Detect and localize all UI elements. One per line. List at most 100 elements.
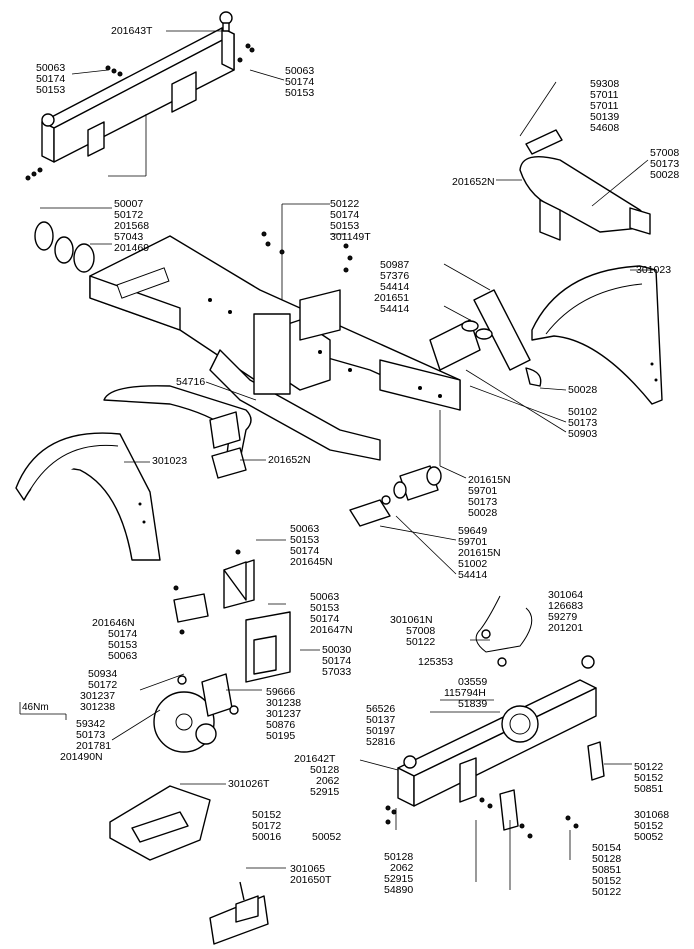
part-label: 50052 [312, 831, 342, 843]
part-label: 50063 [285, 65, 315, 77]
part-label: 2062 [316, 775, 340, 787]
part-label: 50030 [322, 644, 352, 656]
part-label: 50174 [285, 76, 315, 88]
part-label: 201645N [290, 556, 333, 568]
part-label: 50153 [310, 602, 340, 614]
part-label: 50195 [266, 730, 296, 742]
part-label: 50173 [468, 496, 498, 508]
part-label: 57376 [380, 270, 410, 282]
part-label: 50028 [468, 507, 498, 519]
part-label: 54716 [176, 376, 206, 388]
part-label: 125353 [418, 656, 454, 668]
top-rear-beam [41, 11, 285, 177]
part-label: 52915 [384, 873, 414, 885]
part-label: 201201 [548, 622, 584, 634]
part-label: 201781 [76, 740, 112, 752]
part-label: 50016 [252, 831, 282, 843]
part-label: 126683 [548, 600, 584, 612]
part-label: 50153 [330, 220, 360, 232]
part-label: 201469 [114, 242, 150, 254]
part-label: 59279 [548, 611, 578, 623]
part-label: 50122 [592, 886, 622, 898]
part-label: 201646N [92, 617, 135, 629]
part-label: 50851 [592, 864, 622, 876]
part-label: 301149T [330, 231, 371, 243]
center-bolts [261, 203, 353, 300]
part-label: 50153 [36, 84, 66, 96]
part-label: 59701 [458, 536, 488, 548]
top-bolts [25, 43, 255, 181]
part-label: 57011 [590, 89, 619, 101]
part-label: 50137 [366, 714, 396, 726]
part-label: 50028 [568, 384, 598, 396]
part-label: 54414 [380, 281, 410, 293]
part-label: 301023 [636, 264, 672, 276]
part-label: 50876 [266, 719, 296, 731]
support-leg [429, 263, 567, 466]
part-label: 50063 [108, 650, 138, 662]
part-label: 59666 [266, 686, 296, 698]
part-label: 50154 [592, 842, 622, 854]
part-label: 50851 [634, 783, 664, 795]
lower-bracket [209, 867, 286, 945]
part-label: 54414 [380, 303, 410, 315]
torque-note-frame [19, 702, 67, 720]
part-label: 201643T [111, 25, 153, 37]
brake-disc-set [34, 207, 112, 273]
part-label: 50173 [650, 158, 680, 170]
part-label: 54414 [458, 569, 488, 581]
part-label: 301238 [80, 701, 116, 713]
part-label: 301237 [80, 690, 116, 702]
part-label: 201615N [468, 474, 511, 486]
electrical-cable [470, 595, 533, 667]
brake-hub-assembly [111, 673, 262, 753]
part-label: 50122 [406, 636, 436, 648]
part-label: 201651 [374, 292, 410, 304]
front-bumper-bar [103, 381, 266, 479]
part-label: 50153 [108, 639, 138, 651]
part-label: 201652N [452, 176, 495, 188]
rear-bumper-bar [496, 81, 651, 241]
part-label: 201652N [268, 454, 311, 466]
rear-axle-beam [359, 655, 632, 831]
part-label: 50903 [568, 428, 598, 440]
part-label: 50172 [88, 679, 118, 691]
part-label: 201650T [290, 874, 332, 886]
part-label: 50174 [330, 209, 360, 221]
part-label: 57043 [114, 231, 144, 243]
part-label: 56526 [366, 703, 396, 715]
part-label: 57008 [406, 625, 436, 637]
part-label: 201490N [60, 751, 103, 763]
part-label: 03559 [458, 676, 488, 688]
part-label: 50139 [590, 111, 620, 123]
part-label: 301061N [390, 614, 433, 626]
part-label: 57008 [650, 147, 680, 159]
part-label: 59701 [468, 485, 498, 497]
part-label: 50128 [592, 853, 622, 865]
part-label: 50153 [285, 87, 315, 99]
part-label: 50174 [108, 628, 138, 640]
part-label: 57011 [590, 100, 619, 112]
part-label: 50152 [592, 875, 622, 887]
part-label: 301064 [548, 589, 584, 601]
part-label: 50934 [88, 668, 118, 680]
part-label: 50174 [310, 613, 340, 625]
part-label: 54890 [384, 884, 414, 896]
mounting-plate [109, 783, 226, 861]
part-label: 50174 [290, 545, 320, 557]
part-label: 201647N [310, 624, 353, 636]
part-label: 2062 [390, 862, 414, 874]
part-label: 50197 [366, 725, 396, 737]
part-label: 50122 [634, 761, 664, 773]
part-label: 301026T [228, 778, 270, 790]
part-label: 54608 [590, 122, 620, 134]
part-label: 50172 [114, 209, 144, 221]
part-label: 59308 [590, 78, 620, 90]
part-label: 51839 [458, 698, 488, 710]
part-label: 50063 [36, 62, 66, 74]
part-label: 50987 [380, 259, 410, 271]
part-label: 50152 [252, 809, 282, 821]
part-label: 50173 [568, 417, 598, 429]
